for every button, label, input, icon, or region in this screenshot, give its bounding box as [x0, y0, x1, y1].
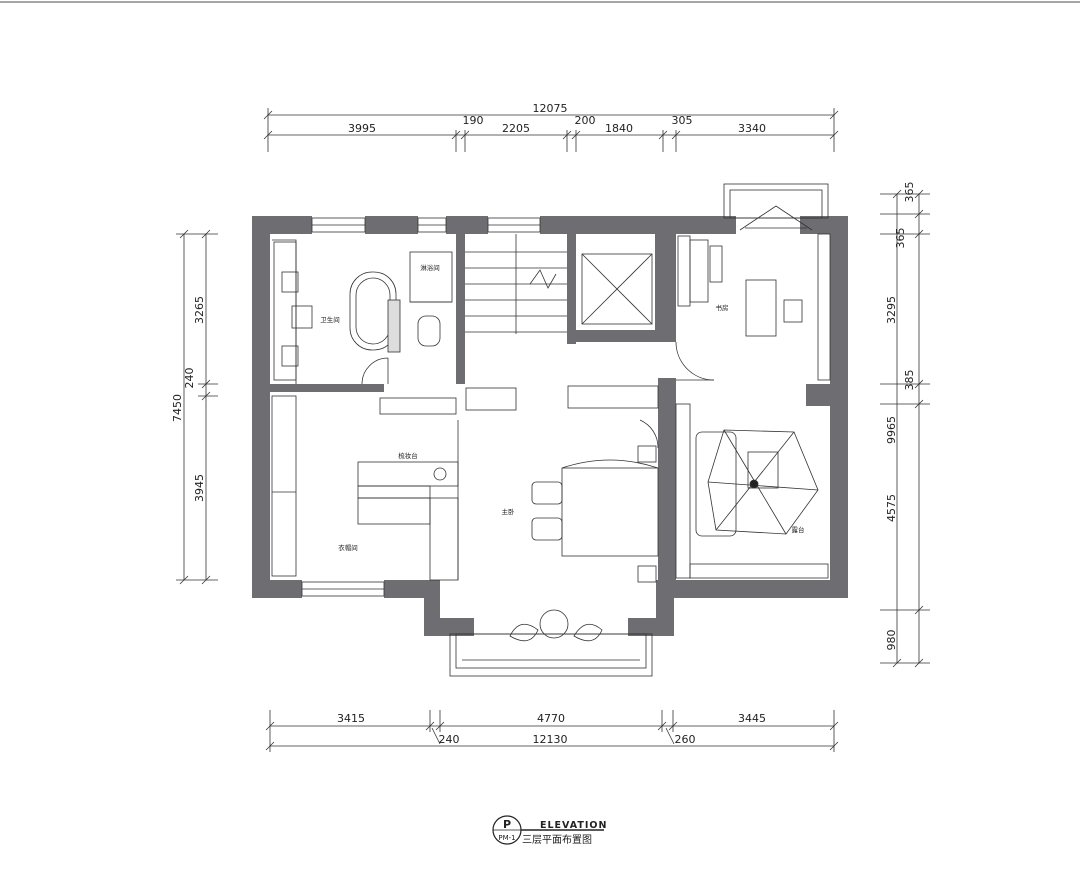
bottom-total-dim: 12130 — [533, 733, 568, 746]
study-bay-window — [723, 183, 829, 231]
top-dim-7: 3340 — [738, 122, 766, 135]
top-total-dim: 12075 — [533, 102, 568, 115]
windows — [301, 217, 541, 597]
title-symbol-code: PM-1 — [498, 834, 515, 842]
top-dim-3: 2205 — [502, 122, 530, 135]
right-dim-6: 980 — [885, 630, 898, 651]
right-dim-1: 365 — [903, 182, 916, 203]
right-total-dim: 9965 — [885, 416, 898, 444]
bottom-dim-1: 3415 — [337, 712, 365, 725]
top-dim-1: 3995 — [348, 122, 376, 135]
elevator-shaft — [581, 253, 653, 325]
left-total-dim: 7450 — [171, 394, 184, 422]
room-label-terrace: 露台 — [792, 525, 805, 534]
terrace-furniture — [675, 403, 829, 579]
left-dim-1: 3265 — [193, 296, 206, 324]
top-dim-5: 1840 — [605, 122, 633, 135]
top-dim-2: 190 — [463, 114, 484, 127]
bottom-dim-2: 240 — [439, 733, 460, 746]
room-label-dresser: 梳妆台 — [398, 451, 418, 460]
bedroom-bay-window — [449, 633, 653, 677]
room-label-bathroom: 卫生间 — [320, 315, 340, 324]
dresser-cloakroom — [271, 395, 459, 581]
bottom-dim-3: 4770 — [537, 712, 565, 725]
room-label-master-bedroom: 主卧 — [502, 507, 516, 516]
top-dimension-chain — [263, 108, 839, 152]
title-symbol-letter: P — [503, 818, 511, 831]
left-dim-2: 240 — [183, 368, 196, 389]
staircase — [465, 234, 659, 411]
right-dim-4: 385 — [903, 370, 916, 391]
bottom-dimension-chain — [265, 710, 839, 752]
left-dim-3: 3945 — [193, 474, 206, 502]
top-dim-6: 305 — [672, 114, 693, 127]
drawing-title-block: P PM-1 ELEVATION 三层平面布置图 — [492, 815, 607, 846]
study-furniture — [675, 233, 831, 381]
right-dim-3: 3295 — [885, 296, 898, 324]
right-dim-2: 365 — [894, 228, 907, 249]
master-bedroom-furniture — [509, 419, 659, 642]
right-dimension-chain — [880, 189, 930, 668]
right-dim-5: 4575 — [885, 494, 898, 522]
bottom-dim-5: 3445 — [738, 712, 766, 725]
title-heading: ELEVATION — [540, 820, 607, 831]
room-label-cloakroom: 衣帽间 — [338, 543, 358, 552]
room-label-study: 书房 — [716, 303, 729, 312]
room-label-shower: 淋浴间 — [420, 263, 440, 272]
top-dim-4: 200 — [575, 114, 596, 127]
title-subtitle: 三层平面布置图 — [522, 834, 592, 846]
walls — [252, 216, 848, 636]
left-dimension-chain — [176, 229, 218, 585]
bathroom-fixtures — [272, 239, 453, 385]
bottom-dim-4: 260 — [675, 733, 696, 746]
